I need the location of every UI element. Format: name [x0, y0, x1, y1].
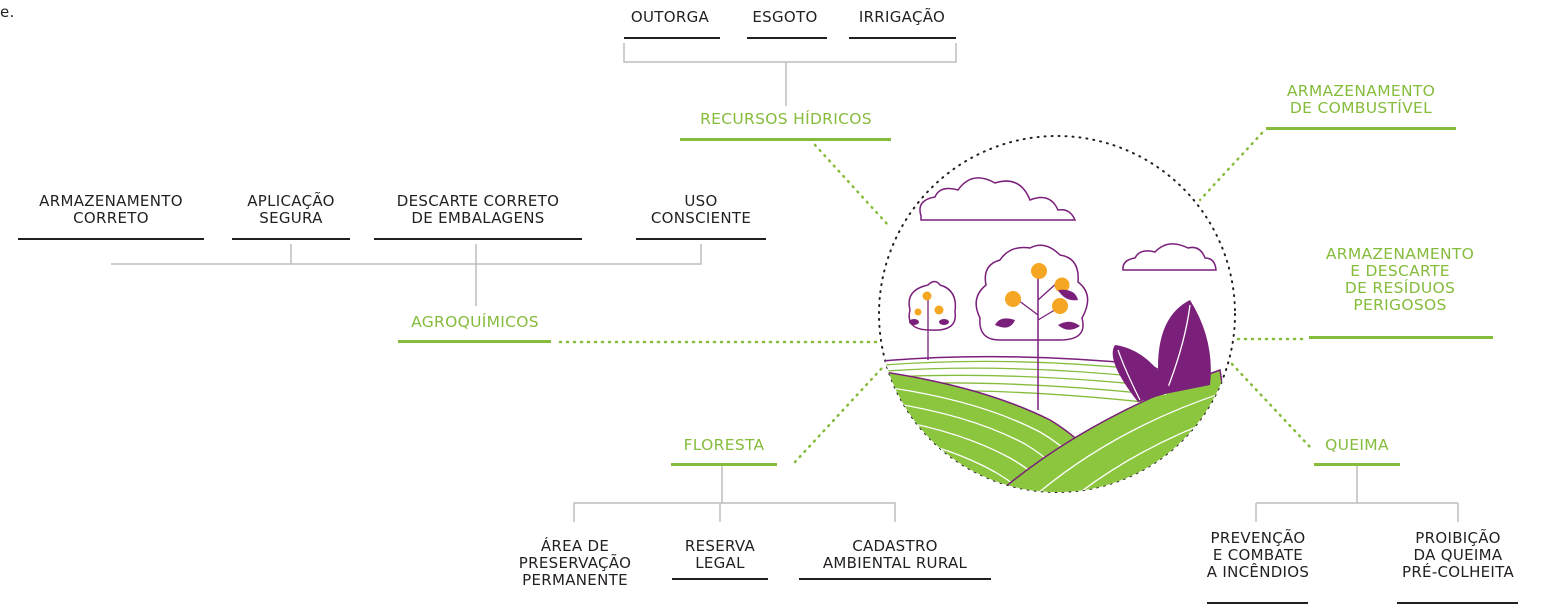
- floresta-bracket: [573, 502, 896, 522]
- dot-queima: [1230, 362, 1312, 449]
- hidricos-item-outorga: OUTORGA: [630, 8, 710, 26]
- hidricos-item-underline: [747, 37, 827, 39]
- agro-item-underline: [374, 238, 582, 240]
- dot-floresta: [793, 366, 884, 464]
- hidricos-item-underline: [624, 37, 720, 39]
- agro-bracket: [111, 244, 702, 265]
- big-tree: [975, 244, 1089, 410]
- topic-underline: [1309, 336, 1493, 339]
- queima-item-underline: [1397, 602, 1518, 604]
- dotted-connectors: [558, 131, 1312, 464]
- agro-item-underline: [636, 238, 766, 240]
- agro-item-underline: [18, 238, 204, 240]
- dot-combustivel: [1198, 131, 1264, 202]
- cloud-right: [1122, 243, 1217, 271]
- topic-agroquimicos: AGROQUÍMICOS: [411, 313, 539, 331]
- dot-hidricos: [813, 143, 890, 227]
- floresta-item-underline: [672, 578, 768, 580]
- topic-underline: [680, 138, 891, 141]
- topic-underline: [1266, 127, 1456, 130]
- queima-ticks: [1255, 503, 1459, 522]
- topic-underline: [671, 463, 777, 466]
- hidricos-item-underline: [849, 37, 956, 39]
- fragment-text: e.: [0, 3, 15, 21]
- hidricos-item-irrigacao: IRRIGAÇÃO: [858, 8, 946, 26]
- tree-connectors: [111, 43, 1459, 522]
- hidricos-item-esgoto: ESGOTO: [752, 8, 818, 26]
- floresta-item-underline: [799, 578, 991, 580]
- topic-floresta: FLORESTA: [683, 436, 765, 454]
- topic-underline: [398, 340, 551, 343]
- queima-bracket: [1256, 465, 1458, 504]
- agro-item-underline: [232, 238, 350, 240]
- topic-underline: [1314, 463, 1400, 466]
- small-tree: [908, 280, 957, 360]
- hidricos-bracket: [623, 43, 957, 63]
- topic-recursos-hidricos: RECURSOS HÍDRICOS: [700, 110, 872, 128]
- queima-item-underline: [1207, 602, 1308, 604]
- topic-queima: QUEIMA: [1325, 436, 1389, 454]
- cloud-left: [919, 177, 1077, 221]
